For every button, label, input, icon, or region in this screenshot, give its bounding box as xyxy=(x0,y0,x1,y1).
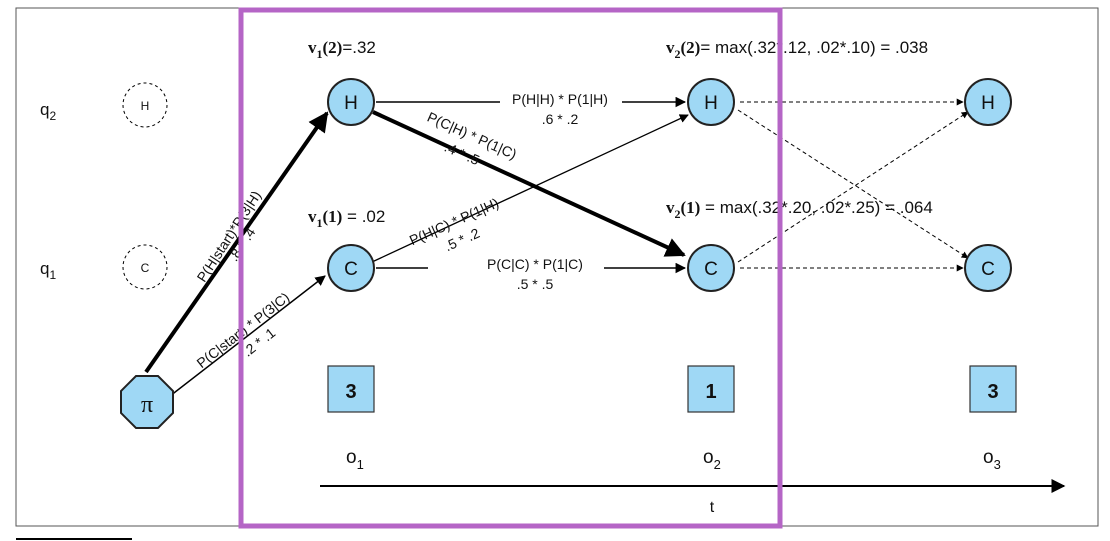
initial-state-H-label: H xyxy=(141,99,150,113)
svg-text:H: H xyxy=(981,93,995,114)
observation-box-2: 1 xyxy=(687,365,735,413)
initial-state-C-label: C xyxy=(141,261,150,275)
svg-text:3: 3 xyxy=(987,381,998,403)
edge-label-CC-calc: .5 * .5 xyxy=(517,276,554,292)
edge-label-HH-formula: P(H|H) * P(1|H) xyxy=(512,91,608,107)
edge-dashed-H-C xyxy=(737,109,969,259)
viterbi-v2-2: v2(2)= max(.32*.12, .02*.10) = .038 xyxy=(666,38,928,61)
observation-box-1: 3 xyxy=(327,365,375,413)
initial-state-C xyxy=(122,244,168,290)
viterbi-v1-2: v1(2)=.32 xyxy=(308,38,376,61)
edge-dashed-C-H xyxy=(737,111,969,263)
state-label-q1: q1 xyxy=(40,259,56,282)
node-t1-H: H xyxy=(327,78,375,126)
edge-H-C xyxy=(372,110,686,257)
svg-text:C: C xyxy=(704,259,718,280)
edge-start-C xyxy=(169,275,326,397)
edge-label-HH-calc: .6 * .2 xyxy=(542,111,579,127)
svg-text:C: C xyxy=(344,259,358,280)
node-t2-H: H xyxy=(687,78,735,126)
svg-text:3: 3 xyxy=(345,381,356,403)
node-t1-C: C xyxy=(327,244,375,292)
viterbi-v1-1: v1(1) = .02 xyxy=(308,207,385,230)
observation-label-o3: o3 xyxy=(983,447,1001,472)
edge-label-HH-bg xyxy=(500,88,622,110)
svg-text:C: C xyxy=(981,259,995,280)
svg-text:H: H xyxy=(704,93,718,114)
observation-label-o1: o1 xyxy=(346,447,364,472)
viterbi-v2-1: v2(1) = max(.32*.20, .02*.25) = .064 xyxy=(666,198,933,221)
node-t2-C: C xyxy=(687,244,735,292)
edge-C-H xyxy=(371,114,689,263)
edge-label-CC-bg xyxy=(428,256,604,278)
svg-text:π: π xyxy=(141,392,153,418)
svg-text:1: 1 xyxy=(705,381,716,403)
start-node-pi: π xyxy=(120,375,174,429)
node-t3-C: C xyxy=(964,244,1012,292)
observation-label-o2: o2 xyxy=(703,447,721,472)
time-axis-label: t xyxy=(710,499,715,516)
edge-label-CC-formula: P(C|C) * P(1|C) xyxy=(487,256,583,272)
state-label-q2: q2 xyxy=(40,100,56,123)
node-t3-H: H xyxy=(964,78,1012,126)
svg-text:H: H xyxy=(344,93,358,114)
highlight-box xyxy=(238,7,783,529)
observation-box-3: 3 xyxy=(969,365,1017,413)
initial-state-H xyxy=(122,82,168,128)
edge-start-H xyxy=(144,111,329,374)
